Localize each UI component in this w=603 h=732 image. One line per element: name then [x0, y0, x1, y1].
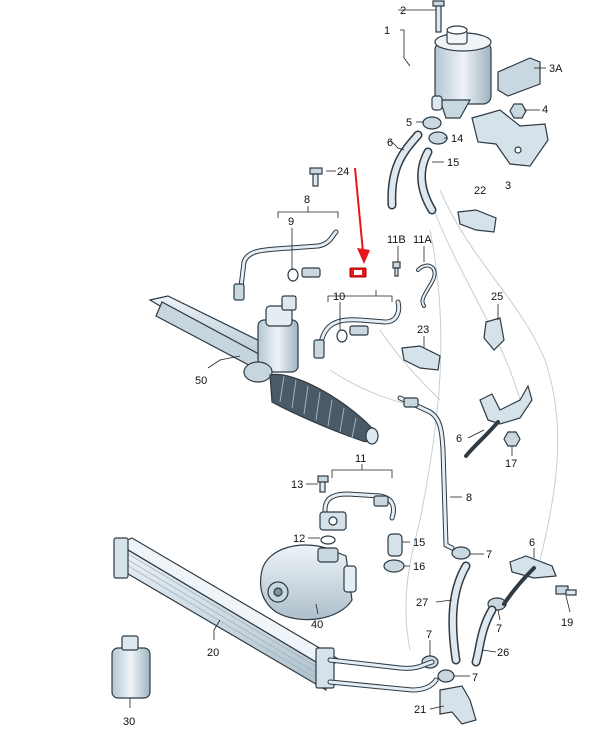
hose-part-6-upper — [387, 130, 423, 210]
callout-labels: 1 2 3A 4 5 14 6 15 24 3 8 22 9 11B 11A 1… — [123, 5, 573, 728]
label-19: 19 — [561, 617, 573, 629]
label-8-upper: 8 — [304, 194, 310, 206]
label-9: 9 — [288, 216, 294, 228]
label-5: 5 — [406, 117, 412, 129]
bracket-part-6-lower — [502, 555, 557, 606]
label-10: 10 — [333, 291, 345, 303]
pipe-part-11 — [322, 491, 396, 521]
nut-part-4 — [509, 103, 527, 119]
routing-lines — [329, 189, 559, 651]
label-23: 23 — [417, 324, 429, 336]
label-6-lower: 6 — [529, 537, 535, 549]
label-13: 13 — [291, 479, 303, 491]
label-17: 17 — [505, 458, 517, 470]
hose-part-15-lower — [387, 533, 403, 557]
bracket-part-6-mid — [464, 384, 533, 458]
bolt-part-19 — [555, 585, 577, 596]
pump-part — [259, 544, 357, 621]
clip-part-23 — [401, 345, 441, 371]
label-16: 16 — [413, 561, 425, 573]
bracket-part-21 — [439, 685, 477, 725]
hose-part-15-upper — [417, 147, 437, 215]
reservoir-part — [431, 25, 492, 119]
pipe-part-8-lower — [397, 395, 455, 551]
clamp-part-7a — [451, 546, 471, 560]
red-arrow — [354, 167, 370, 264]
label-6-upper: 6 — [387, 137, 393, 149]
label-30: 30 — [123, 716, 135, 728]
clamp-part-7d — [437, 669, 455, 683]
pump-union-fitting — [319, 511, 347, 531]
label-7a: 7 — [486, 549, 492, 561]
label-20: 20 — [207, 647, 219, 659]
label-50: 50 — [195, 375, 207, 387]
clip-part-25 — [483, 317, 505, 351]
fluid-bottle-part — [111, 635, 151, 699]
cooler-part — [113, 537, 342, 692]
label-15-lower: 15 — [413, 537, 425, 549]
highlighted-seal — [349, 267, 367, 278]
label-2: 2 — [400, 5, 406, 17]
label-11b: 11B — [387, 234, 406, 246]
label-7d: 7 — [472, 672, 478, 684]
label-15-upper: 15 — [447, 157, 459, 169]
seal-part-12 — [320, 535, 336, 545]
nut-part-17 — [503, 431, 521, 447]
hose-part-27 — [448, 561, 471, 665]
bolt-part-2 — [432, 0, 445, 33]
bolt-part-13 — [317, 475, 329, 493]
label-26: 26 — [497, 647, 509, 659]
label-3: 3 — [505, 180, 511, 192]
bellows-boot — [269, 373, 379, 445]
label-11a: 11A — [413, 234, 432, 246]
label-11: 11 — [355, 453, 366, 465]
label-25: 25 — [491, 291, 503, 303]
pipe-part-10 — [313, 299, 402, 359]
bracket-part-3a — [497, 57, 541, 97]
label-24: 24 — [337, 166, 349, 178]
bracket-part-3 — [471, 109, 549, 167]
label-22: 22 — [474, 185, 486, 197]
steering-rack-part — [148, 295, 299, 383]
label-1: 1 — [384, 25, 390, 37]
clamp-part-5 — [422, 116, 442, 130]
label-7c: 7 — [426, 629, 432, 641]
pipe-part-11a — [416, 263, 437, 308]
label-6-mid: 6 — [456, 433, 462, 445]
label-40: 40 — [311, 619, 323, 631]
label-8-lower: 8 — [466, 492, 472, 504]
cooler-return-pipes — [327, 657, 439, 693]
hose-part-26 — [471, 605, 497, 667]
label-4: 4 — [542, 104, 548, 116]
clamp-part-16 — [383, 559, 405, 573]
clip-part-22 — [457, 209, 497, 233]
bolt-part-24 — [309, 167, 323, 187]
bolt-part-11b — [392, 261, 401, 277]
label-21: 21 — [414, 704, 426, 716]
label-7b: 7 — [496, 623, 502, 635]
label-3a: 3A — [549, 63, 563, 75]
label-27: 27 — [416, 597, 428, 609]
leader-lines — [129, 9, 571, 710]
label-12: 12 — [293, 533, 305, 545]
pipe-part-9 — [233, 229, 339, 301]
label-14: 14 — [451, 133, 463, 145]
